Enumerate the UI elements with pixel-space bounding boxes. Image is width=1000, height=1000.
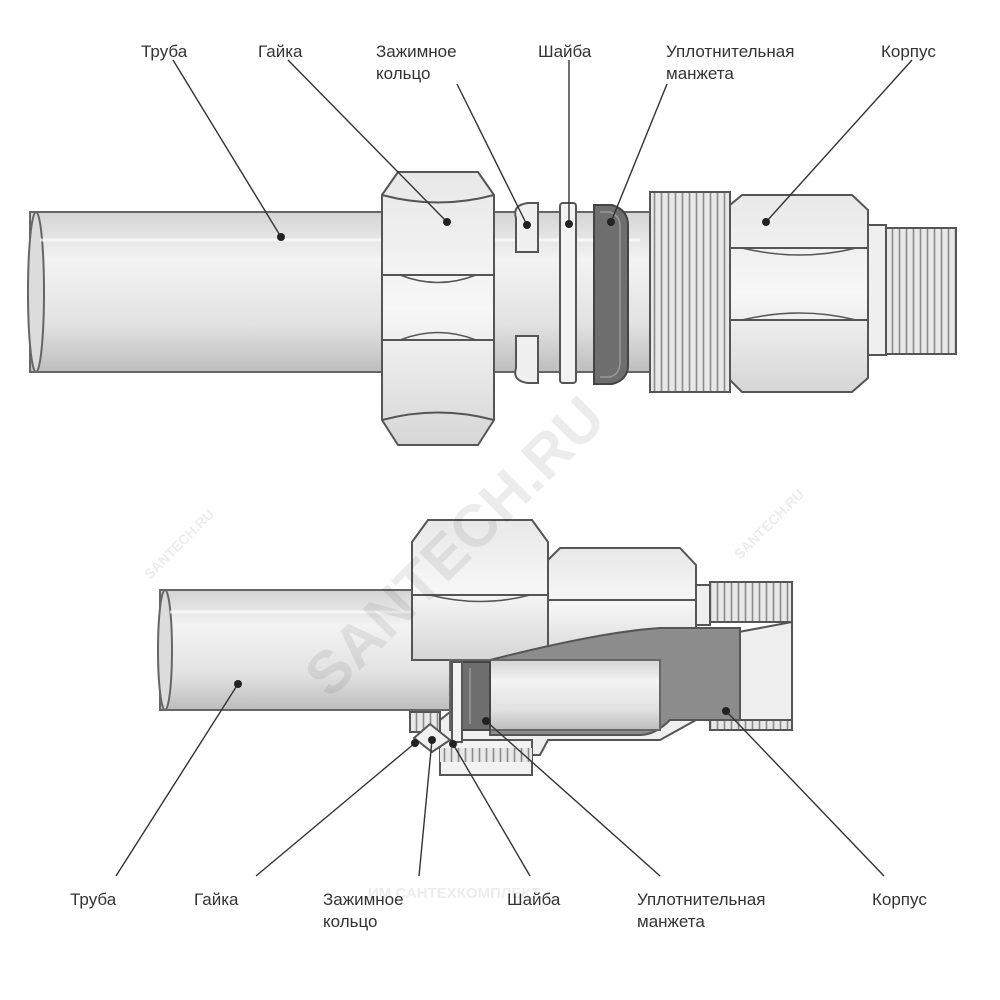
bottom-cross-section bbox=[409, 620, 793, 776]
top-nut bbox=[381, 171, 495, 446]
label-bottom-pipe: Труба bbox=[70, 890, 117, 909]
exploded-view: Труба Гайка Зажимное кольцо Шайба Уплотн… bbox=[27, 42, 957, 446]
label-top-pipe: Труба bbox=[141, 42, 188, 61]
label-bottom-nut: Гайка bbox=[194, 890, 239, 909]
bottom-pipe bbox=[157, 589, 451, 711]
label-top-ring-line2: кольцо bbox=[376, 64, 431, 83]
label-top-nut: Гайка bbox=[258, 42, 303, 61]
bottom-labels: Труба Гайка Зажимное кольцо Шайба Уплотн… bbox=[70, 890, 927, 931]
label-bottom-seal-line1: Уплотнительная bbox=[637, 890, 765, 909]
watermark-small-right: SANTECH.RU bbox=[731, 486, 807, 562]
label-top-seal-line1: Уплотнительная bbox=[666, 42, 794, 61]
top-pipe bbox=[27, 211, 651, 373]
label-bottom-ring-line2: кольцо bbox=[323, 912, 378, 931]
top-labels: Труба Гайка Зажимное кольцо Шайба Уплотн… bbox=[141, 42, 936, 83]
top-washer bbox=[559, 202, 577, 384]
label-bottom-body: Корпус bbox=[872, 890, 927, 909]
assembled-view: Труба Гайка Зажимное кольцо Шайба Уплотн… bbox=[70, 519, 927, 931]
label-bottom-ring-line1: Зажимное bbox=[323, 890, 404, 909]
watermark-bottom: ИМ САНТЕХКОМПЛЕКТ bbox=[368, 885, 540, 902]
label-top-ring-line1: Зажимное bbox=[376, 42, 457, 61]
label-top-body: Корпус bbox=[881, 42, 936, 61]
label-top-seal-line2: манжета bbox=[666, 64, 734, 83]
bottom-leaders bbox=[115, 680, 885, 877]
top-leaders bbox=[172, 59, 913, 241]
label-bottom-seal-line2: манжета bbox=[637, 912, 705, 931]
bottom-nut-exterior bbox=[411, 519, 549, 661]
watermark-small-left: SANTECH.RU bbox=[141, 506, 217, 582]
top-body bbox=[649, 191, 957, 393]
label-bottom-washer: Шайба bbox=[507, 890, 561, 909]
bottom-washer bbox=[451, 661, 463, 743]
label-top-washer: Шайба bbox=[538, 42, 592, 61]
top-seal bbox=[593, 204, 629, 385]
